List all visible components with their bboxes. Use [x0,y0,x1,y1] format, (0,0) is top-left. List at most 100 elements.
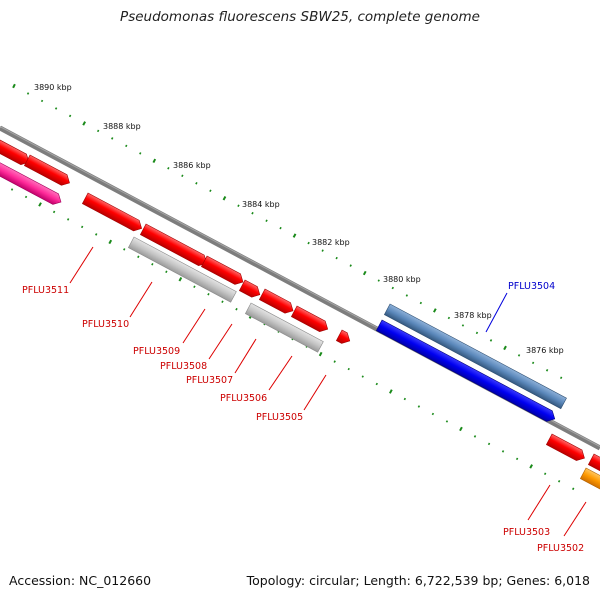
gene-arrow[interactable] [0,159,64,207]
tick-label: 3884 kbp [242,200,280,209]
gene-bar[interactable] [383,303,567,410]
minor-tick [531,361,535,365]
minor-tick [557,480,561,483]
gene-arrow[interactable] [545,433,587,463]
minor-tick [375,382,378,386]
map-title: Pseudomonas fluorescens SBW25, complete … [120,9,480,25]
gene-arrow[interactable] [23,154,72,188]
minor-tick [391,286,394,290]
gene-arrow[interactable] [375,319,557,424]
minor-tick [95,233,98,236]
minor-tick [517,354,521,357]
leader-line [208,323,233,360]
minor-tick [237,204,240,207]
major-tick [292,233,297,238]
gene-arrow[interactable] [200,255,245,287]
gene-arrow[interactable] [81,192,144,234]
minor-tick [167,167,170,170]
topology-summary: Topology: circular; Length: 6,722,539 bp… [246,573,590,588]
gene-bar[interactable] [244,302,324,353]
tick-labels: 3890 kbp 3888 kbp 3886 kbp 3884 kbp 3882… [34,83,564,355]
leader-line [182,308,206,344]
minor-tick [417,405,421,408]
minor-tick [10,188,14,191]
major-tick [82,121,86,126]
minor-tick [195,182,198,185]
accession-text: Accession: NC_012660 [9,573,152,588]
gene-label-pflu3510[interactable]: PFLU3510 [82,319,129,330]
major-tick [389,389,393,394]
gene-arrow[interactable] [290,305,330,334]
minor-tick [279,226,282,230]
minor-tick [473,435,477,438]
minor-tick [419,301,423,305]
gene-arrow[interactable] [579,467,600,496]
gene-arrow[interactable] [258,288,296,316]
gene-bar[interactable] [127,236,237,303]
minor-tick [111,137,114,140]
gene-label-pflu3511[interactable]: PFLU3511 [22,285,69,296]
minor-tick [475,331,479,335]
minor-tick [40,99,44,103]
minor-tick [335,256,338,260]
minor-tick [487,442,491,446]
gene-label-pflu3509[interactable]: PFLU3509 [133,346,180,357]
tick-label: 3886 kbp [173,161,211,170]
minor-tick [96,129,100,133]
minor-tick [80,225,84,229]
major-tick [38,202,42,207]
minor-tick [307,241,310,245]
minor-tick [207,293,210,296]
minor-tick [125,144,128,148]
leader-line [563,501,587,537]
tick-label: 3878 kbp [454,311,492,320]
minor-tick [251,211,254,215]
minor-tick [68,114,72,118]
major-tick [152,158,157,164]
leader-line [129,281,153,318]
minor-tick [209,189,212,193]
gene-label-pflu3502[interactable]: PFLU3502 [537,543,584,554]
minor-tick [221,300,224,303]
minor-tick [545,369,549,372]
gene-label-pflu3506[interactable]: PFLU3506 [220,393,267,404]
gene-label-pflu3507[interactable]: PFLU3507 [186,375,233,386]
tick-label: 3882 kbp [312,238,350,247]
minor-tick [139,152,142,155]
minor-tick [461,324,465,327]
major-tick [12,83,16,89]
minor-tick [26,92,30,95]
minor-tick [193,285,196,289]
minor-tick [123,248,126,251]
minor-tick [347,367,350,371]
leader-line [268,355,293,391]
minor-tick [151,263,154,266]
minor-tick [405,294,409,297]
major-tick [503,345,507,351]
minor-tick [24,195,28,199]
major-tick [362,270,367,276]
major-tick [433,308,437,313]
minor-tick [265,219,268,222]
major-tick [318,351,323,357]
minor-tick [181,174,184,178]
gene-arrow[interactable] [587,453,600,482]
gene-arrow[interactable] [0,130,32,168]
minor-tick [137,255,140,259]
gene-arrow[interactable] [238,279,262,300]
minor-tick [66,218,70,221]
leader-line [69,246,94,284]
minor-tick [235,307,238,311]
minor-tick [559,376,563,380]
gene-label-pflu3504[interactable]: PFLU3504 [508,281,555,292]
gene-label-pflu3505[interactable]: PFLU3505 [256,412,303,423]
gene-label-pflu3503[interactable]: PFLU3503 [503,527,550,538]
leader-line [234,338,257,374]
outer-tick-row [12,83,563,380]
gene-arrow[interactable] [335,329,352,346]
major-tick [529,464,533,469]
minor-tick [321,249,324,252]
leader-line [303,374,327,411]
gene-label-pflu3508[interactable]: PFLU3508 [160,361,207,372]
